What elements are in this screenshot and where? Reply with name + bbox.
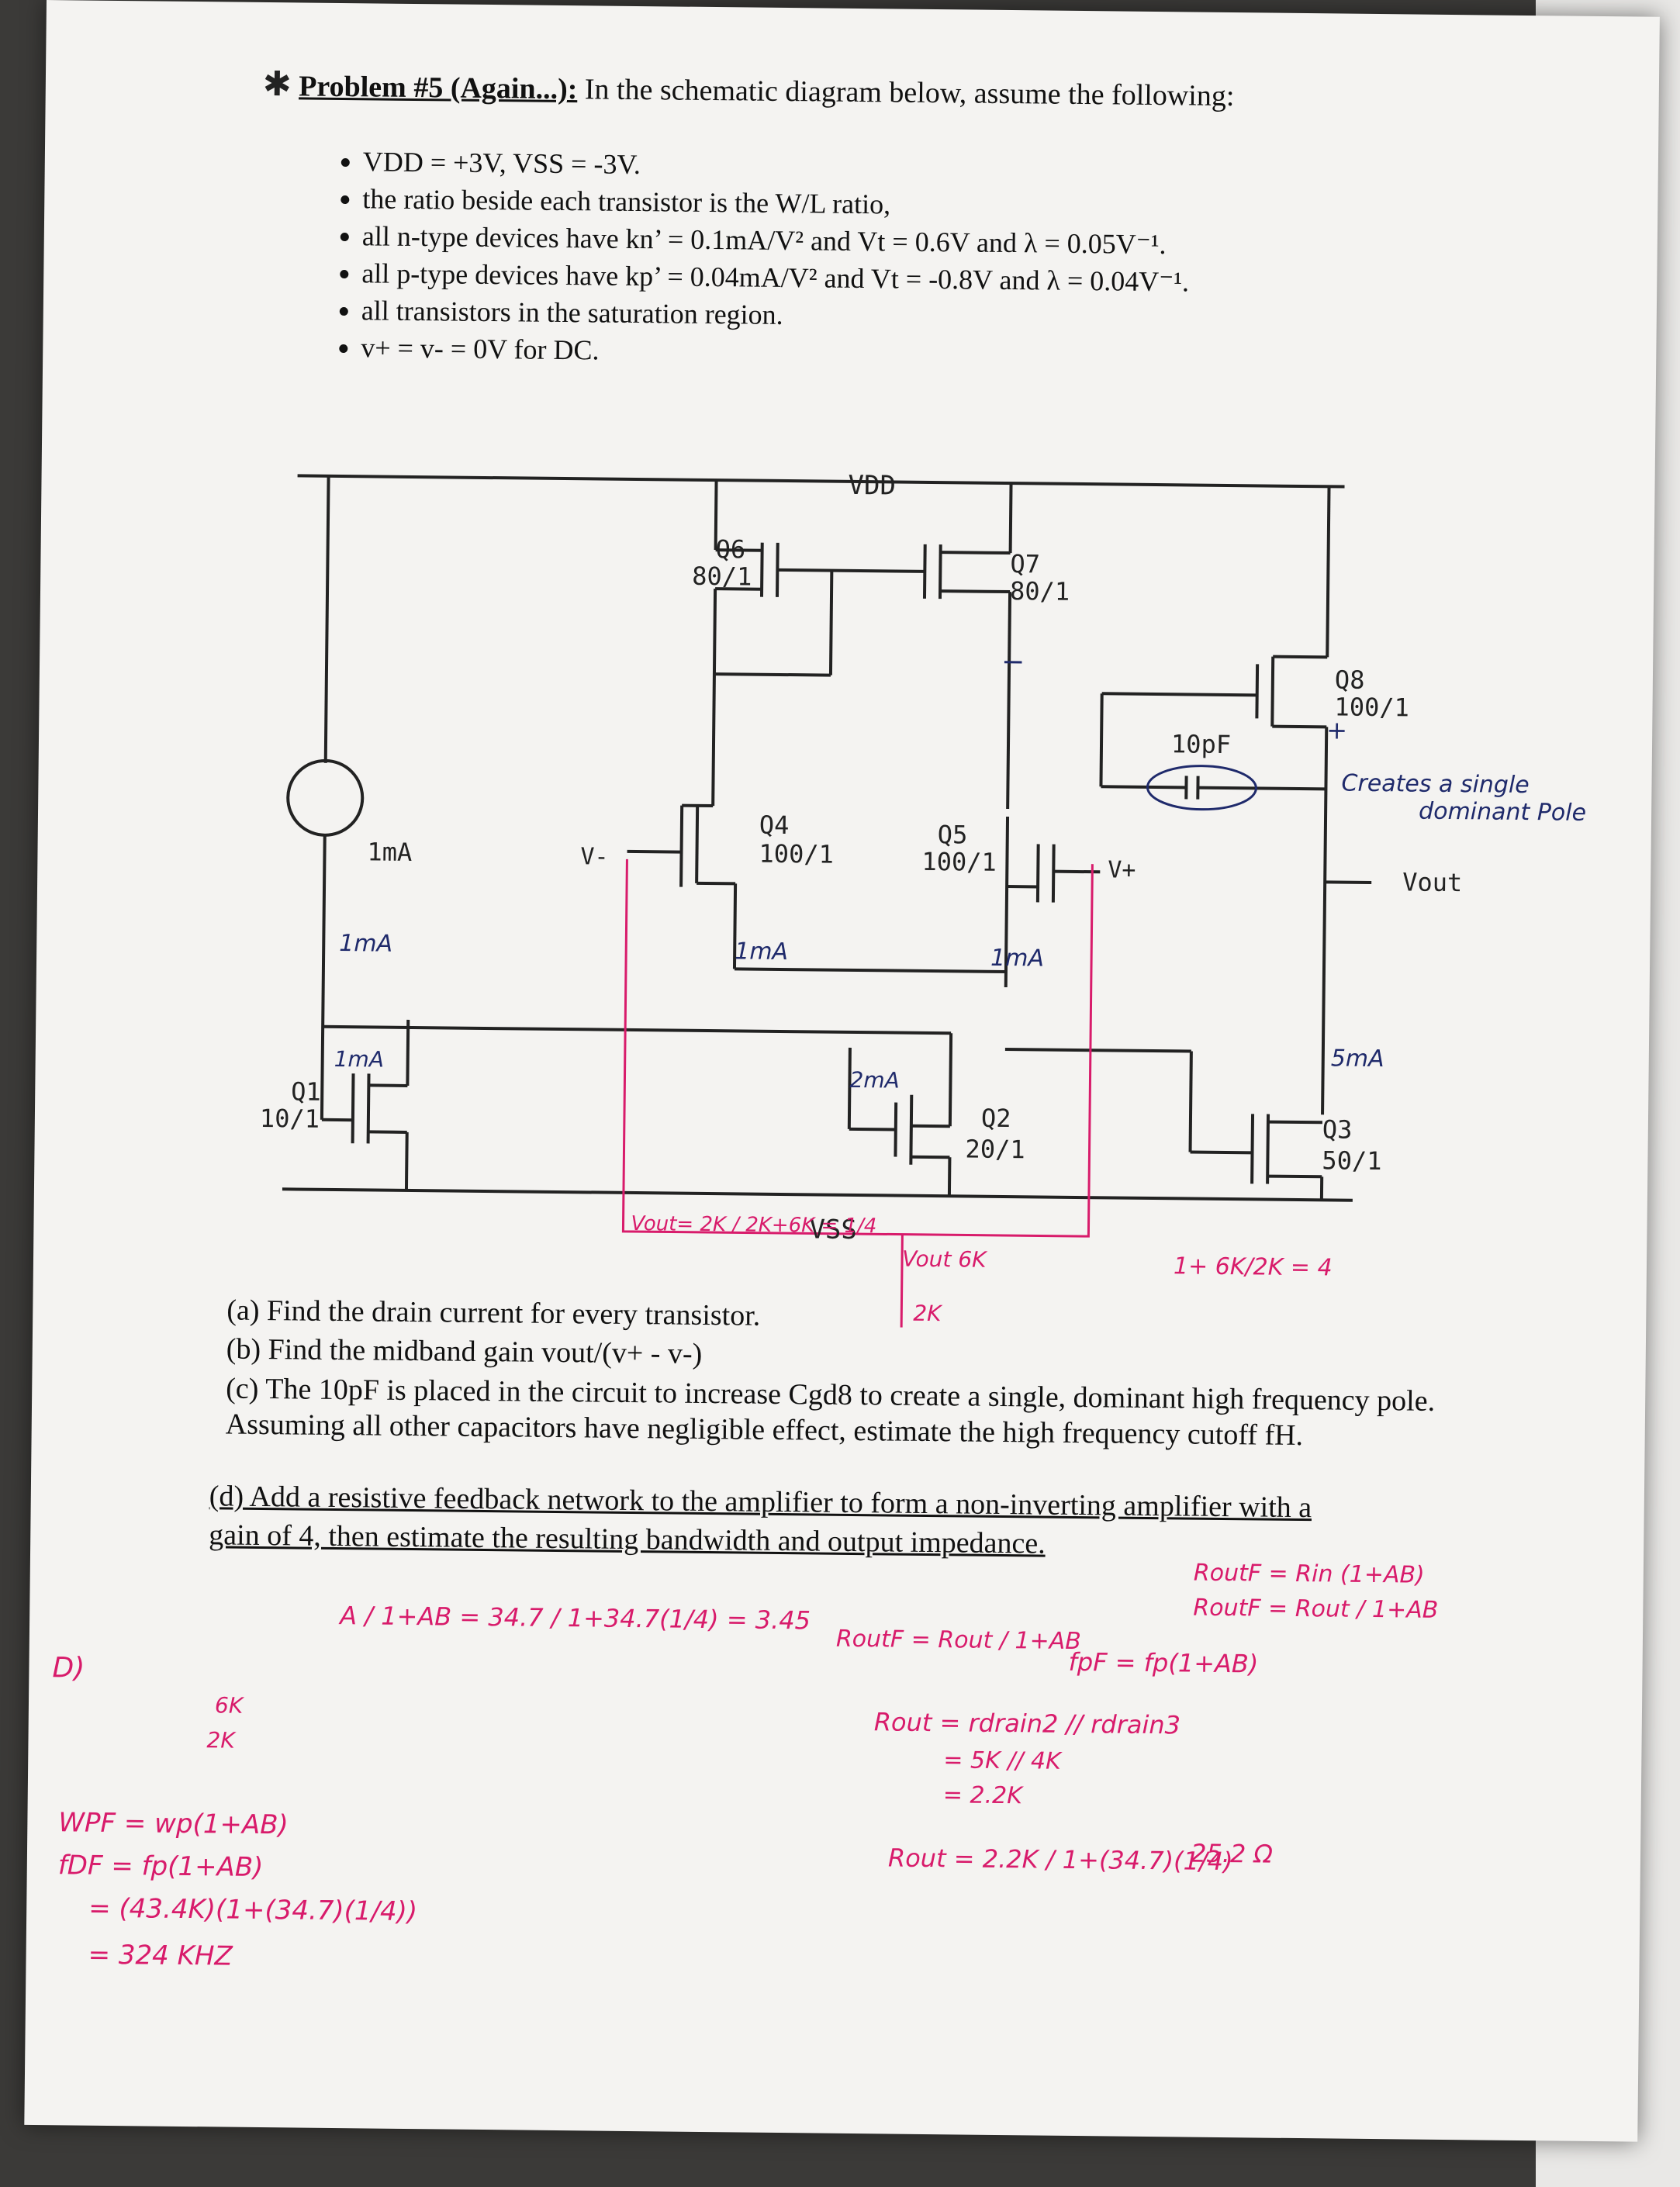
question-b: (b) Find the midband gain vout/(v+ - v-) xyxy=(226,1332,703,1370)
question-c: (c) The 10pF is placed in the circuit to… xyxy=(225,1372,1436,1453)
rout-result: = 2.2K xyxy=(942,1781,1023,1810)
vout-label: Vout xyxy=(1402,867,1463,898)
q2-ratio: 20/1 xyxy=(965,1134,1025,1165)
q2-name: Q2 xyxy=(980,1103,1011,1134)
q6-ratio: 80/1 xyxy=(692,561,752,592)
closed-loop-gain: A / 1+AB = 34.7 / 1+34.7(1/4) = 3.45 xyxy=(340,1601,811,1636)
vminus-label: V- xyxy=(580,843,609,871)
rout-feedback-result: 25.2 Ω xyxy=(1190,1838,1274,1869)
vplus-label: V+ xyxy=(1108,856,1136,884)
q4-name: Q4 xyxy=(759,810,790,841)
freq-result: = 324 KHZ xyxy=(88,1939,233,1972)
q1-current-note: 1mA xyxy=(334,1045,385,1073)
fpf-formula: fpF = fp(1+AB) xyxy=(1068,1646,1259,1679)
q6-name: Q6 xyxy=(715,534,746,565)
q2-current-note: 2mA xyxy=(849,1066,900,1094)
resistor-6k: 6K xyxy=(214,1692,244,1719)
rout-parallel: = 5K // 4K xyxy=(943,1746,1061,1775)
current-source-note: 1mA xyxy=(339,930,393,958)
part-d-label: D) xyxy=(52,1652,85,1684)
q4-ratio: 100/1 xyxy=(759,838,835,869)
dominant-pole-note-2: dominant Pole xyxy=(1418,797,1587,827)
q3-current-note: 5mA xyxy=(1330,1045,1384,1073)
bandwidth-formula: WPF = wp(1+AB) xyxy=(58,1807,289,1841)
question-a: (a) Find the drain current for every tra… xyxy=(226,1294,761,1332)
minus-sign: − xyxy=(1001,645,1025,679)
question-d-line1: (d) Add a resistive feedback network to … xyxy=(209,1480,1312,1525)
q8-name: Q8 xyxy=(1334,665,1365,695)
q1-name: Q1 xyxy=(291,1076,322,1107)
freq-substitution: = (43.4K)(1+(34.7)(1/4)) xyxy=(88,1892,418,1928)
q5-current-note: 1mA xyxy=(990,944,1045,973)
circuit-schematic xyxy=(282,474,1372,1335)
worksheet-page: ✱ Problem #5 (Again...): In the schemati… xyxy=(24,0,1660,2142)
dominant-pole-note: Creates a single xyxy=(1341,769,1530,800)
rout-feedback-formula-2: RoutF = Rout / 1+AB xyxy=(1193,1594,1439,1624)
plus-sign: + xyxy=(1326,715,1348,745)
gain-four-note: 1+ 6K/2K = 4 xyxy=(1173,1252,1333,1282)
rout-feedback-formula: RoutF = Rout / 1+AB xyxy=(835,1625,1082,1656)
source-label: 1mA xyxy=(367,837,413,867)
q7-name: Q7 xyxy=(1010,549,1041,579)
rout-formula: Rout = rdrain2 // rdrain3 xyxy=(873,1707,1181,1740)
rout-feedback-calc: Rout = 2.2K / 1+(34.7)(1/4) xyxy=(887,1843,1233,1877)
feedback-6k-note: Vout 6K xyxy=(901,1246,987,1273)
question-d-line2: gain of 4, then estimate the resulting b… xyxy=(209,1518,1046,1560)
q7-ratio: 80/1 xyxy=(1009,576,1070,606)
cap-label: 10pF xyxy=(1170,729,1232,760)
q3-ratio: 50/1 xyxy=(1322,1145,1382,1176)
resistor-2k: 2K xyxy=(206,1727,235,1753)
rin-feedback-formula: RoutF = Rin (1+AB) xyxy=(1193,1559,1425,1589)
freq-formula: fDF = fp(1+AB) xyxy=(57,1850,264,1884)
q4-current-note: 1mA xyxy=(735,938,789,966)
q3-name: Q3 xyxy=(1322,1114,1353,1145)
q5-name: Q5 xyxy=(937,820,968,850)
feedback-2k-note: 2K xyxy=(913,1300,942,1327)
vdd-label: VDD xyxy=(848,469,897,502)
q1-ratio: 10/1 xyxy=(259,1103,320,1134)
divider-ratio-note: Vout= 2K / 2K+6K = 1/4 xyxy=(631,1211,877,1239)
q5-ratio: 100/1 xyxy=(921,846,997,877)
